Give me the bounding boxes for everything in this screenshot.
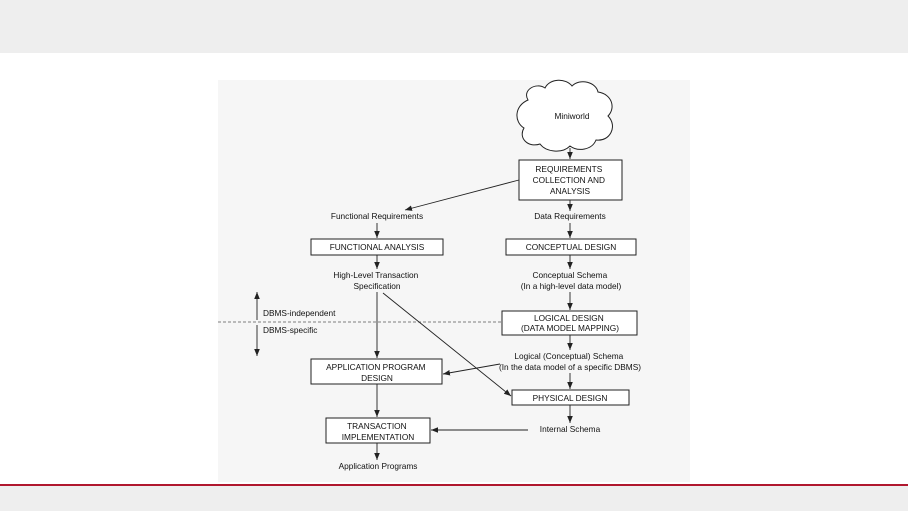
miniworld-label: Miniworld	[554, 111, 589, 121]
logical-design-box	[501, 310, 638, 336]
transaction-implementation-label: TRANSACTION IMPLEMENTATION	[342, 421, 415, 442]
functional-requirements-label: Functional Requirements	[331, 211, 423, 221]
physical-design-box	[511, 389, 630, 406]
conceptual-schema-label: Conceptual Schema (In a high-level data …	[521, 270, 622, 291]
conceptual-design-box	[505, 238, 637, 256]
application-program-design-label: APPLICATION PROGRAM DESIGN	[326, 362, 428, 383]
top-bar	[0, 0, 908, 53]
arrow-transaction-spec-to-physical-design	[382, 292, 512, 397]
application-program-design-box	[310, 358, 443, 385]
arrow-requirements-to-functional-requirements	[404, 179, 520, 211]
dbms-independent-label: DBMS-independent	[263, 308, 336, 318]
figure-panel	[218, 80, 690, 482]
application-programs-label: Application Programs	[339, 461, 418, 471]
conceptual-design-label: CONCEPTUAL DESIGN	[526, 242, 617, 252]
physical-design-label: PHYSICAL DESIGN	[533, 393, 608, 403]
dbms-specific-label: DBMS-specific	[263, 325, 317, 335]
miniworld-cloud	[516, 79, 613, 152]
requirements-collection-box	[518, 159, 623, 201]
data-requirements-label: Data Requirements	[534, 211, 605, 221]
arrow-logical-schema-to-application-design	[442, 363, 501, 376]
logical-design-label: LOGICAL DESIGN (DATA MODEL MAPPING)	[521, 313, 619, 333]
high-level-transaction-spec-label: High-Level Transaction Specification	[333, 270, 420, 291]
bottom-bar	[0, 484, 908, 511]
requirements-collection-label: REQUIREMENTS COLLECTION AND ANALYSIS	[533, 164, 608, 196]
logical-schema-label: Logical (Conceptual) Schema (In the data…	[499, 351, 641, 372]
internal-schema-label: Internal Schema	[540, 424, 601, 434]
functional-analysis-label: FUNCTIONAL ANALYSIS	[330, 242, 425, 252]
transaction-implementation-box	[325, 417, 431, 444]
